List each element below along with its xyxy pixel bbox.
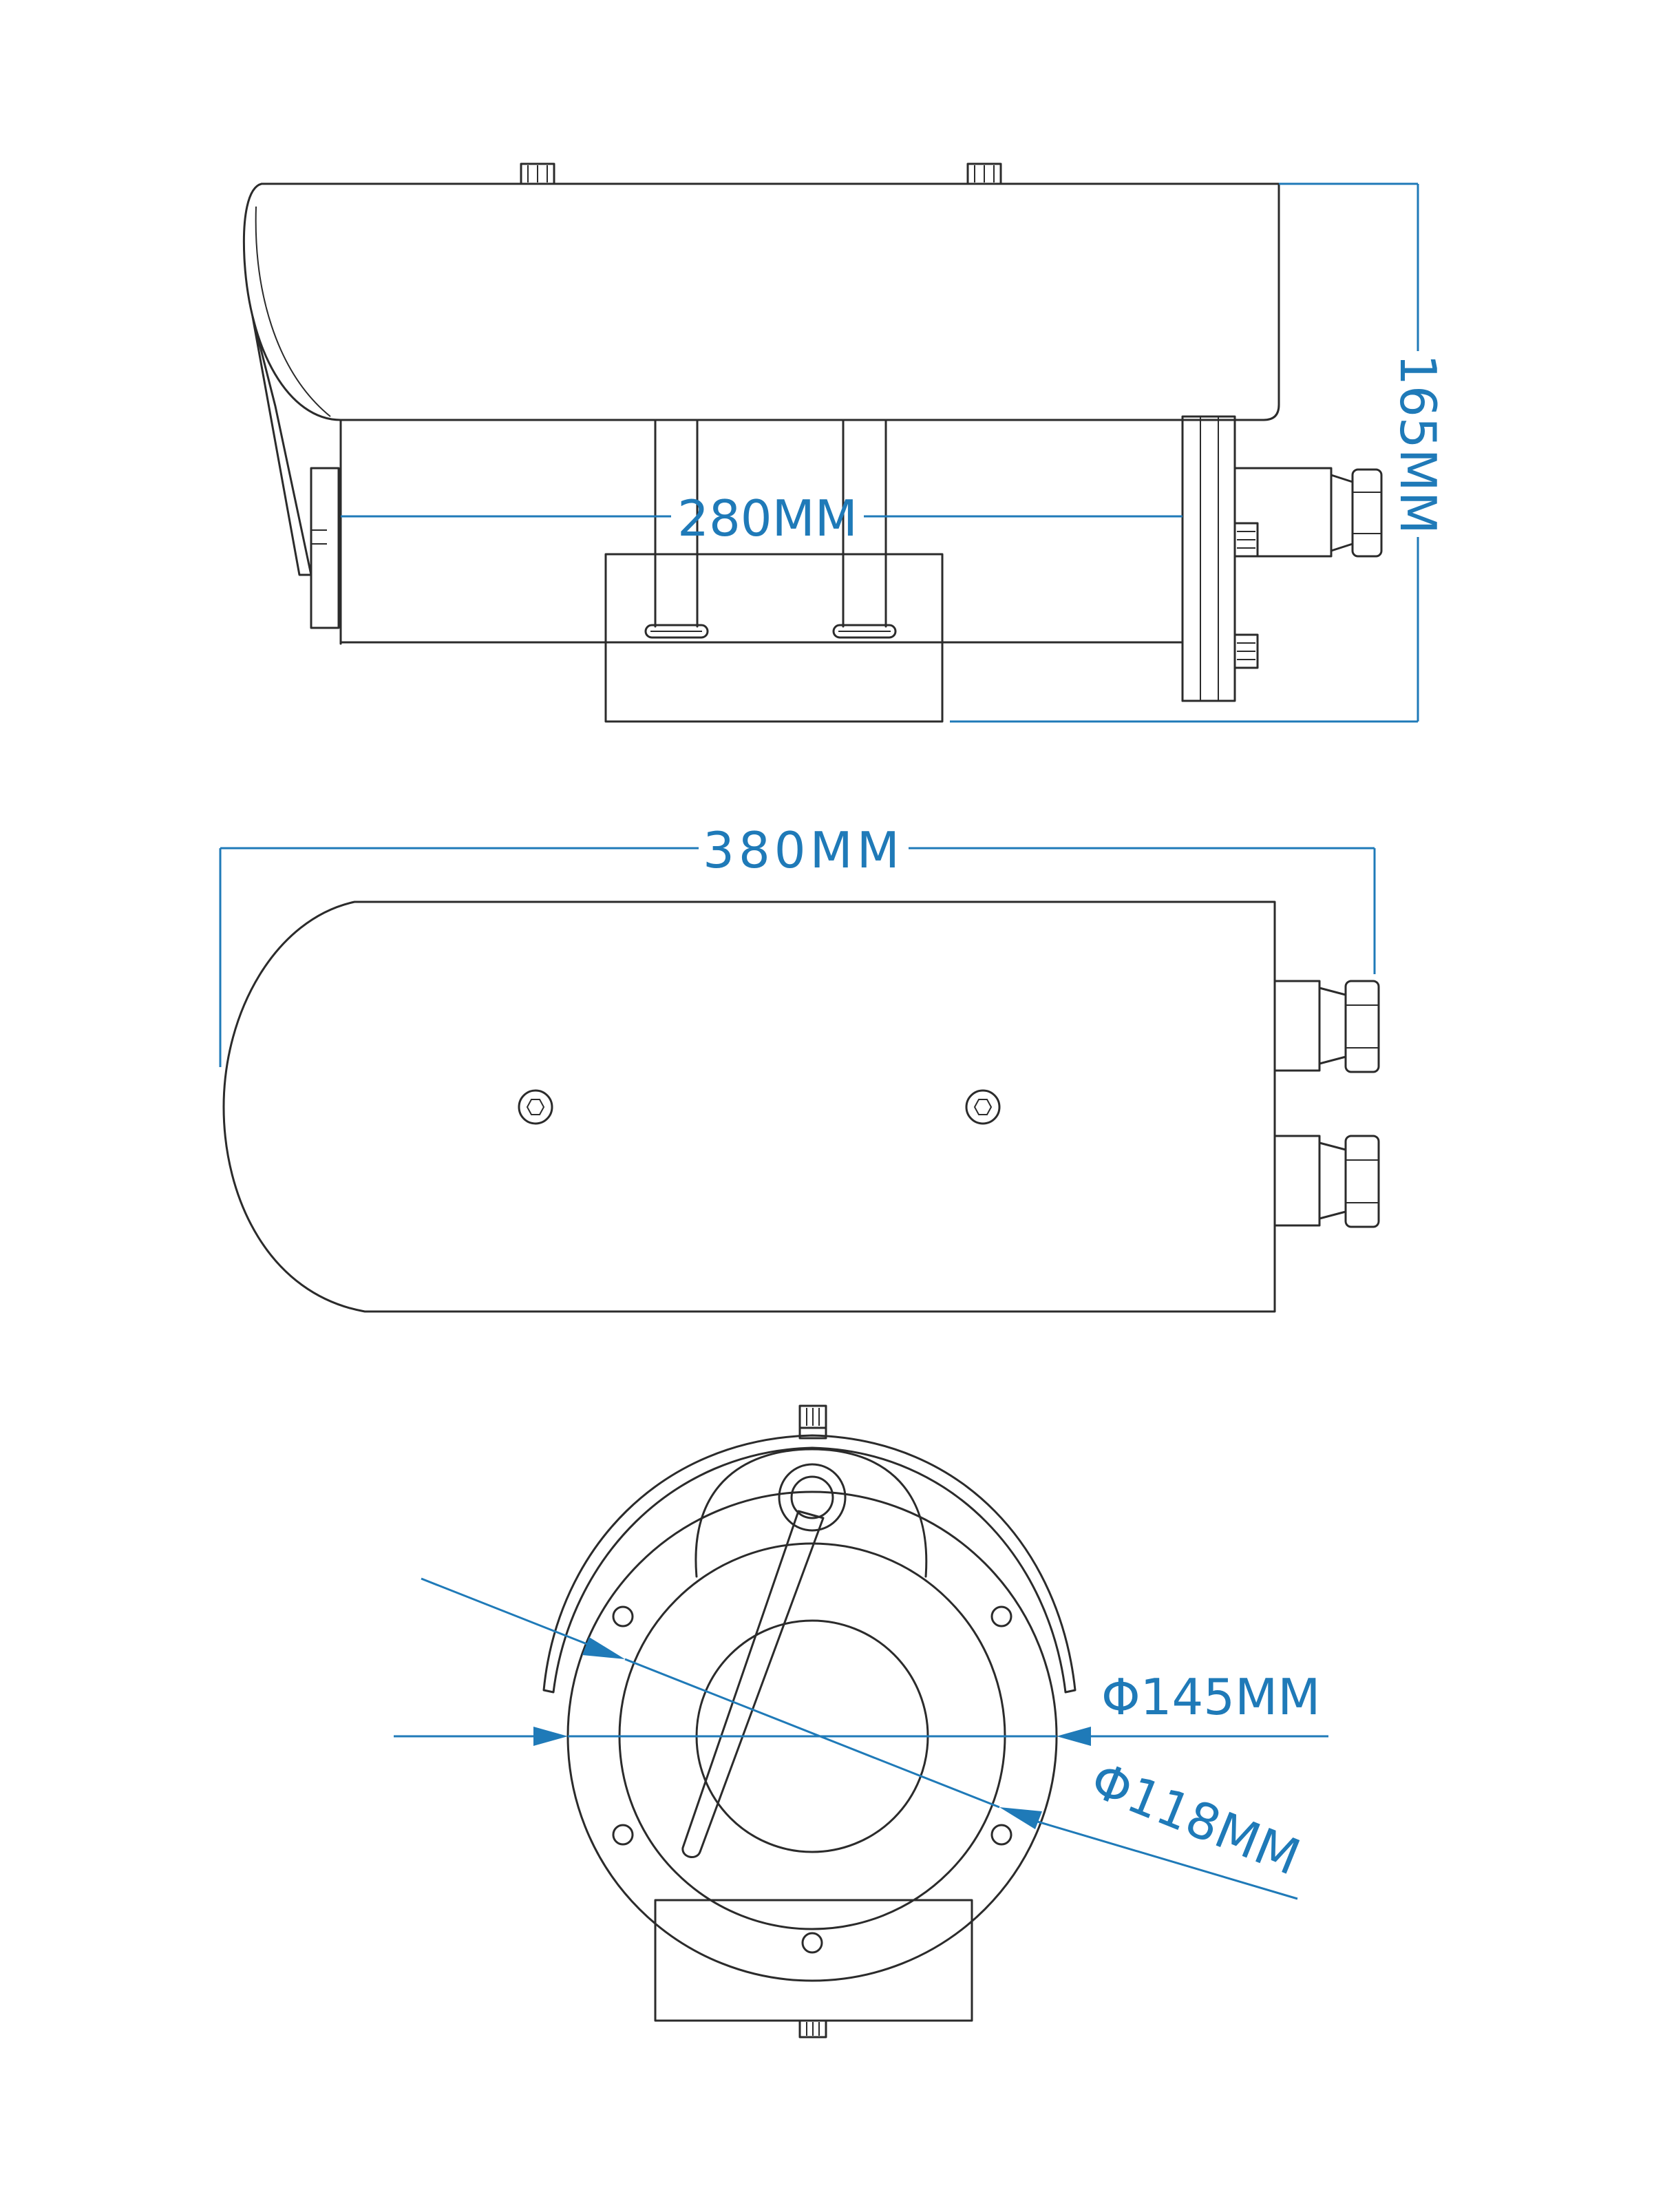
bottom-screw bbox=[798, 2019, 827, 2039]
side-view: 280MM 165MM bbox=[242, 162, 1447, 723]
front-visor bbox=[251, 315, 312, 576]
top-gland-lower bbox=[1273, 1135, 1380, 1228]
bolt-hole bbox=[801, 1932, 823, 1954]
dim-165-label: 165MM bbox=[1389, 354, 1447, 534]
cable-gland bbox=[1233, 467, 1383, 558]
dim-phi118-label: Φ118MM bbox=[1083, 1751, 1308, 1886]
bolt-hole bbox=[990, 1824, 1012, 1846]
bolt-hole bbox=[612, 1605, 634, 1628]
mount-post-left bbox=[644, 419, 709, 639]
hex-screw-left bbox=[518, 1089, 553, 1125]
rear-flange bbox=[1181, 415, 1236, 702]
wiper-arm bbox=[681, 1510, 825, 1859]
top-screw-right bbox=[966, 162, 1002, 185]
sun-shield-inner-edge bbox=[255, 206, 331, 417]
front-mount-base bbox=[654, 1899, 973, 2022]
mount-post-right bbox=[832, 419, 897, 639]
top-screw-left bbox=[520, 162, 555, 185]
front-flange bbox=[310, 467, 340, 629]
front-view: Φ145MM Φ118MM bbox=[394, 1404, 1328, 2039]
top-view: 380MM bbox=[219, 821, 1380, 1313]
wiper-pivot bbox=[778, 1463, 847, 1532]
rear-screw-lower bbox=[1233, 633, 1259, 669]
rear-screw-upper bbox=[1233, 522, 1259, 558]
wiper-motor bbox=[695, 1448, 928, 1578]
top-housing bbox=[222, 900, 1276, 1313]
mount-block bbox=[604, 553, 944, 723]
front-sunshield bbox=[542, 1434, 1077, 1694]
dim-280-label: 280MM bbox=[677, 489, 858, 547]
top-gland-upper bbox=[1273, 980, 1380, 1073]
bolt-hole bbox=[612, 1824, 634, 1846]
dim-380-label: 380MM bbox=[703, 821, 904, 879]
sun-shield bbox=[242, 182, 1280, 421]
housing-body bbox=[339, 419, 1184, 702]
dim-phi145-label: Φ145MM bbox=[1101, 1668, 1320, 1726]
bolt-hole bbox=[990, 1605, 1012, 1628]
hex-screw-right bbox=[965, 1089, 1001, 1125]
